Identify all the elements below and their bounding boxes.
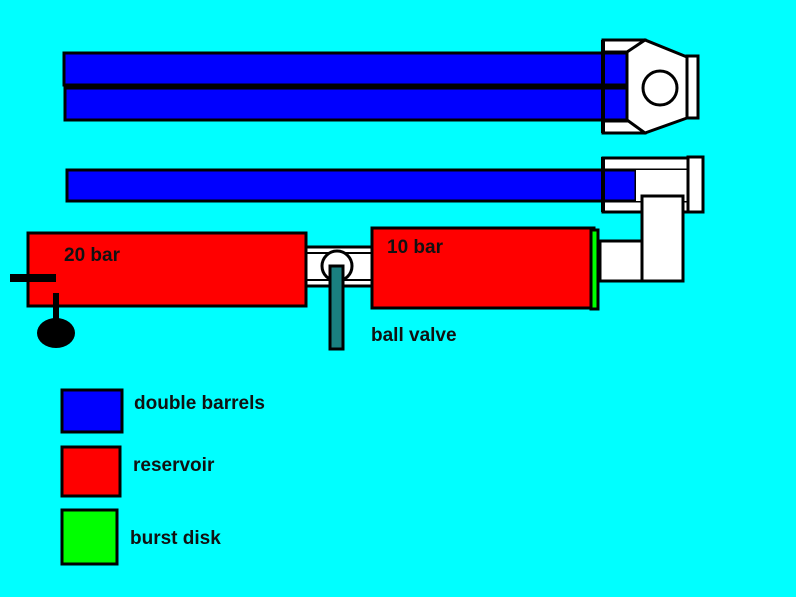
legend-swatch-burst-disk xyxy=(60,508,119,566)
legend-swatch-barrels xyxy=(60,388,124,434)
ball-valve-label: ball valve xyxy=(371,325,457,346)
barrel-top-1 xyxy=(62,51,629,87)
legend-label-reservoir: reservoir xyxy=(133,455,215,476)
reservoir-right xyxy=(370,226,596,310)
barrel-top-2 xyxy=(63,86,629,122)
pipe-horizontal xyxy=(598,239,644,283)
legend xyxy=(60,388,124,566)
legend-swatch-reservoir xyxy=(60,445,122,498)
legend-label-barrels: double barrels xyxy=(134,393,265,414)
reservoir-left-label: 20 bar xyxy=(64,245,121,266)
reservoir-left xyxy=(26,231,308,308)
burst-disk xyxy=(589,228,600,311)
ball-valve xyxy=(304,245,374,351)
pipe-vertical xyxy=(640,194,685,283)
barrel-bottom xyxy=(65,168,638,203)
legend-label-burst-disk: burst disk xyxy=(130,528,221,549)
valve-handle xyxy=(328,264,345,351)
fill-valve xyxy=(10,274,75,348)
reservoir-right-label: 10 bar xyxy=(387,237,444,258)
breech-top xyxy=(601,38,700,135)
